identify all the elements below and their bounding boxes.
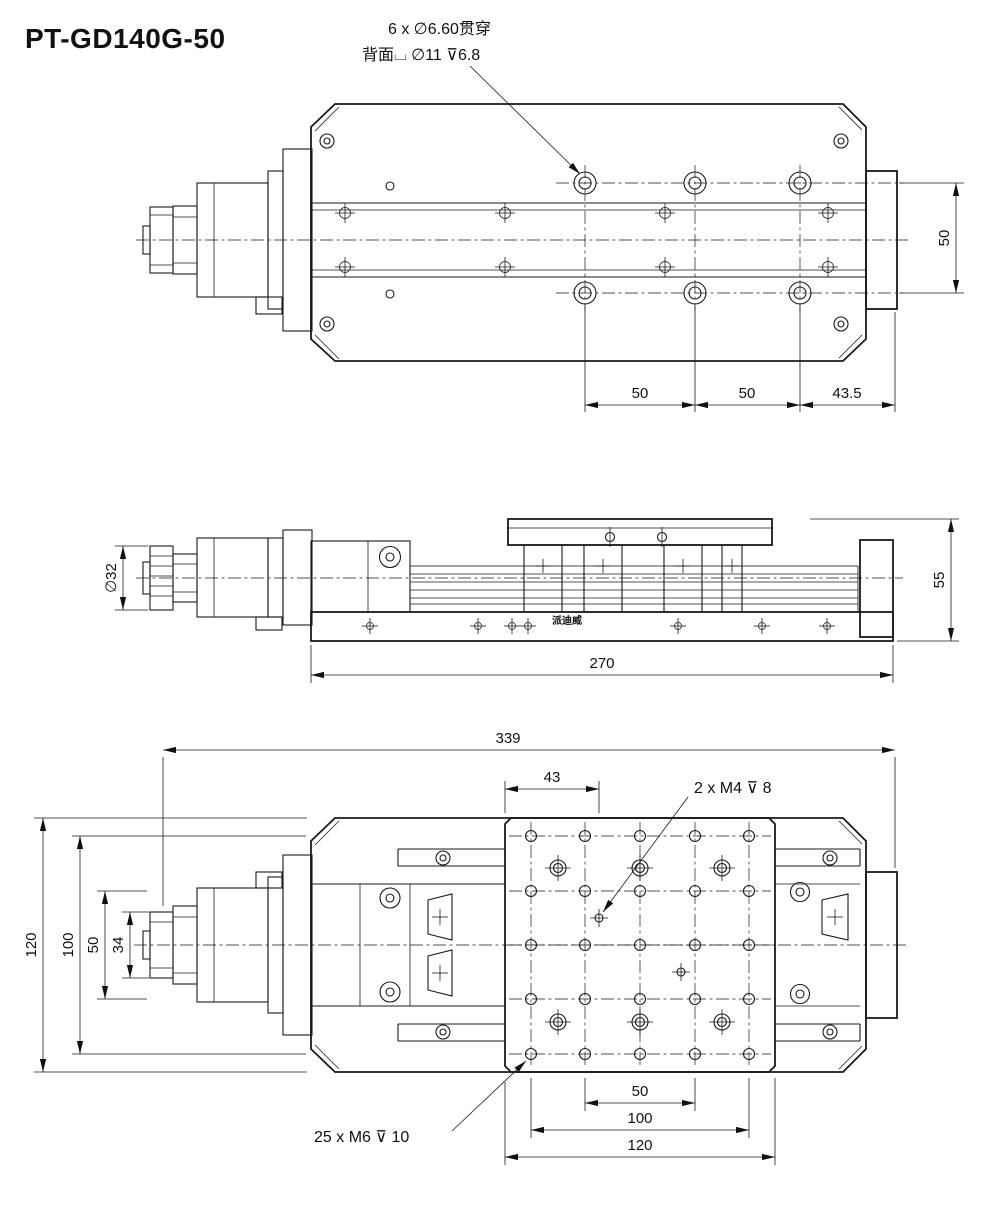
base-screw-marks [362,618,835,634]
side-motor-assembly [142,529,313,631]
side-view-dimensions: ∅32 55 270 [103,518,959,683]
top-view: 6 x ∅6.60贯穿 背面⌴ ∅11 ⊽6.8 [136,20,964,412]
dim-overall-length: 339 [495,730,520,747]
bearing-bolt [378,545,402,569]
corner-screws [319,133,849,332]
bottom-view: 2 x M4 ⊽ 8 25 x M6 ⊽ 10 339 43 120 100 [23,730,906,1165]
m6-callout: 25 x M6 ⊽ 10 [314,1060,527,1146]
side-moving-table [507,518,773,546]
dim-grid-width-50: 50 [632,1083,649,1100]
dim-pitch-a: 50 [632,385,649,402]
top-view-dimensions: 50 50 43.5 50 [584,182,964,412]
bottom-plate-outline [310,817,867,1073]
dim-knob-diameter: ∅32 [103,563,120,593]
top-plate-outline [310,103,867,362]
drawing-title: PT-GD140G-50 [25,23,226,54]
dim-grid-width-100: 100 [627,1110,652,1127]
bottom-right-structure [775,881,860,1007]
top-table-band [311,202,866,278]
counterbore-callout-line1: 6 x ∅6.60贯穿 [388,20,491,38]
dim-m4-offset: 43 [544,769,561,786]
side-view: 派迪威 ∅32 55 270 [103,518,959,683]
counterbore-callout: 6 x ∅6.60贯穿 背面⌴ ∅11 ⊽6.8 [362,20,581,175]
dim-pitch-b: 50 [739,385,756,402]
side-carriages [523,544,743,613]
dim-grid-height-50: 50 [85,937,102,954]
side-end-block [859,539,894,638]
counterbore-leader [469,65,581,175]
side-screw-block [409,565,859,613]
dim-edge-offset: 43.5 [832,385,861,402]
dim-base-length: 270 [589,655,614,672]
bottom-rail-slots [397,848,861,1042]
side-base-plate [310,611,894,642]
dowel-hole [385,181,395,191]
bottom-table-outline [504,817,776,1073]
counterbore-callout-line2: 背面⌴ ∅11 ⊽6.8 [362,46,480,64]
carriage-screw-marks [536,559,739,573]
dim-table-width-120: 120 [627,1137,652,1154]
brand-mark: 派迪威 [552,614,582,627]
side-bearing-housing [310,540,411,613]
m6-callout-text: 25 x M6 ⊽ 10 [314,1129,409,1146]
bottom-view-dimensions: 339 43 120 100 50 34 50 [23,730,896,1165]
m4-callout-text: 2 x M4 ⊽ 8 [694,780,772,797]
m4-callout: 2 x M4 ⊽ 8 [602,780,772,913]
dim-knob-width-34: 34 [110,937,127,954]
dim-body-width: 120 [23,932,40,957]
dim-overall-height: 55 [931,572,948,589]
bottom-screw-housing [311,883,505,1007]
rail-screws [335,203,838,277]
counterbore-holes [573,171,812,305]
dowel-hole [385,289,395,299]
m4-holes [590,909,690,981]
dim-row-spacing: 50 [936,230,953,247]
dim-grid-height-100: 100 [60,932,77,957]
